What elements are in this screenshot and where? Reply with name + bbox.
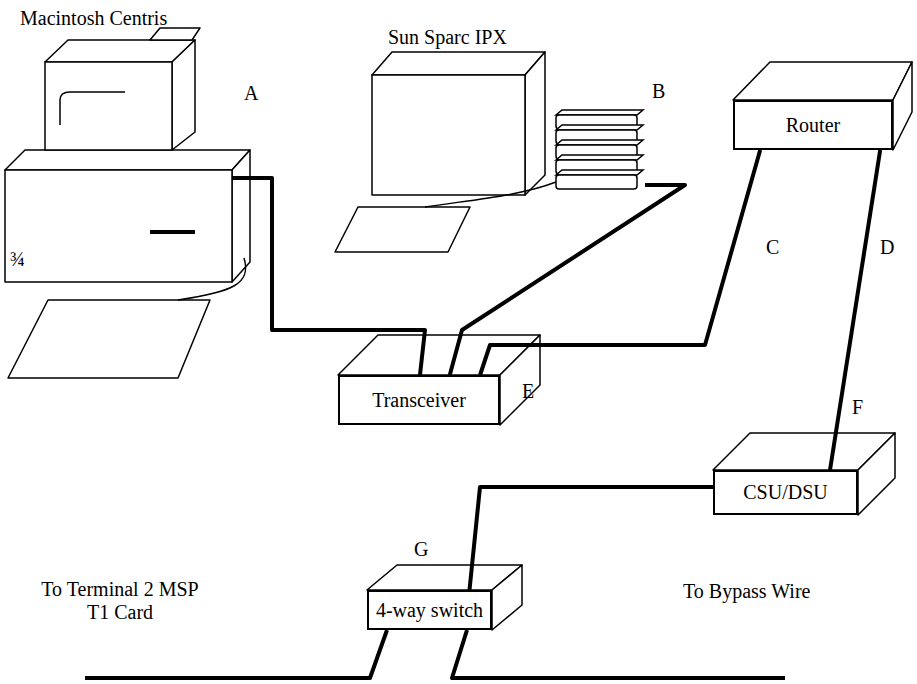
illustration-stroke: [556, 175, 637, 189]
illustration-stroke: [178, 258, 246, 300]
wire-destination: To Terminal 2 MSP T1 Card: [40, 578, 200, 624]
callout-letter: F: [852, 396, 863, 419]
callout-letter: D: [880, 236, 894, 259]
illustration-stroke: [150, 28, 200, 40]
callout-letter: B: [652, 80, 665, 103]
illustration-stroke: [425, 182, 556, 207]
computer-sun: Sun Sparc IPX: [330, 24, 645, 254]
device-name: Transceiver: [372, 389, 466, 412]
device-name: Router: [786, 114, 840, 137]
illustration-stroke: [492, 565, 522, 630]
callout-letter: E: [522, 380, 534, 403]
transceiver-box: Transceiver: [338, 375, 500, 425]
illustration-stroke: [858, 433, 895, 515]
router-box: Router: [733, 100, 893, 150]
device-heading: Macintosh Centris: [20, 7, 167, 30]
outgoing-wires: [85, 630, 785, 678]
computer-macintosh: Macintosh Centris: [5, 5, 232, 290]
illustration-stroke: [5, 28, 912, 630]
illustration-stroke: [172, 40, 195, 150]
network-cable: [830, 150, 880, 470]
network-cable: [470, 487, 714, 590]
callout-letter: G: [414, 538, 428, 561]
illustration-stroke: [372, 75, 525, 195]
wire-destination: To Bypass Wire: [683, 580, 810, 603]
device-name: 4-way switch: [376, 599, 483, 622]
device-heading: Sun Sparc IPX: [388, 26, 507, 49]
illustration-stroke: [893, 62, 912, 150]
illustration-stroke: [60, 92, 125, 125]
illustration-stroke: [45, 62, 172, 150]
illustration-stroke: [5, 170, 232, 282]
csu-dsu-box: CSU/DSU: [713, 470, 858, 515]
illustration-stroke: [733, 62, 912, 100]
illustration-stroke: [5, 150, 250, 170]
illustration-stroke: [452, 630, 785, 678]
callout-letter: C: [766, 236, 779, 259]
illustration-stroke: [85, 630, 387, 678]
model-mark: ¾: [10, 248, 25, 271]
drive-stack: [556, 110, 643, 189]
device-name: CSU/DSU: [743, 481, 827, 504]
illustration-stroke: [232, 150, 250, 282]
illustration-stroke: [8, 300, 210, 378]
illustration-stroke: [525, 52, 545, 195]
illustration-stroke: [45, 40, 195, 62]
illustration-stroke: [372, 52, 545, 75]
illustration-stroke: [500, 335, 540, 425]
network-cable: [232, 178, 425, 375]
illustration-stroke: [150, 230, 195, 234]
network-cable: [480, 150, 760, 375]
switch-box: 4-way switch: [367, 590, 492, 630]
callout-letter: A: [244, 82, 258, 105]
illustration-stroke: [335, 207, 470, 252]
